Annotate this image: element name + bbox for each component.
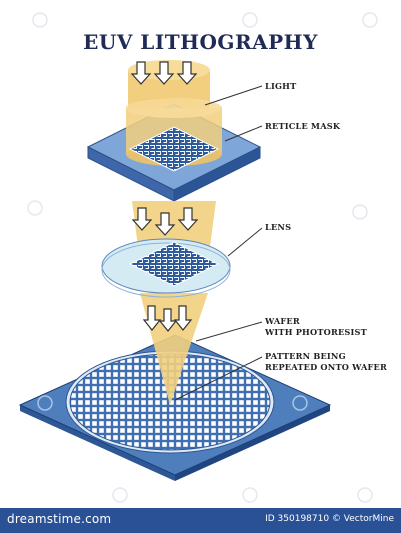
light-arrows — [130, 61, 199, 332]
footer-brand[interactable]: dreamstime.com — [7, 512, 112, 526]
label-reticle-mask: RETICLE MASK — [265, 121, 341, 131]
label-wafer: WAFER WITH PHOTORESIST — [265, 316, 367, 337]
watermark-pattern — [27, 12, 378, 503]
footer-credit: ID 350198710 © VectorMine — [265, 514, 394, 524]
lens — [101, 238, 231, 298]
label-light: LIGHT — [265, 81, 297, 91]
page-title: EUV LITHOGRAPHY — [83, 30, 318, 54]
leader-lines — [174, 85, 263, 401]
label-pattern: PATTERN BEING REPEATED ONTO WAFER — [265, 351, 388, 372]
footer-bar: dreamstime.com ID 350198710 © VectorMine — [0, 508, 401, 533]
reticle-mask — [86, 98, 262, 202]
label-lens: LENS — [265, 222, 292, 232]
